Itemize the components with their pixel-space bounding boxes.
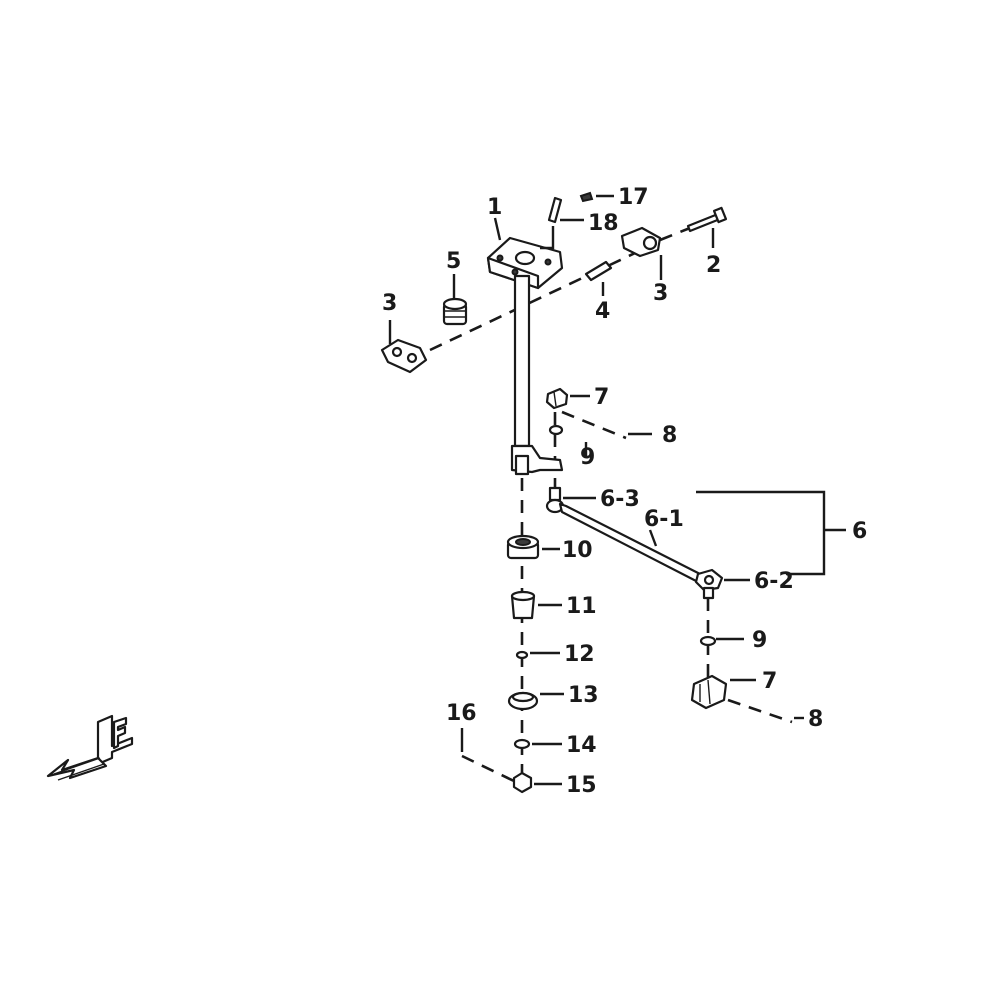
callout-13: 13 (568, 683, 599, 708)
collar-part-4 (584, 260, 613, 282)
axis-holder-bolt (429, 244, 651, 352)
pin-part-18 (547, 196, 563, 224)
castle-nut-lower (690, 674, 728, 710)
callout-8-lower: 8 (808, 707, 823, 732)
washer-part-14 (513, 738, 531, 750)
washer-upper (548, 424, 564, 436)
nut-part-15 (512, 771, 533, 794)
castle-nut-upper (545, 387, 569, 410)
callout-14: 14 (566, 733, 597, 758)
callout-16: 16 (446, 701, 477, 726)
callout-7-upper: 7 (594, 385, 609, 410)
ball-joint-right (694, 568, 724, 600)
callout-11: 11 (566, 594, 597, 619)
callout-5: 5 (446, 249, 461, 274)
bolt-part-2 (686, 206, 728, 233)
callout-6: 6 (852, 519, 867, 544)
callout-17: 17 (618, 185, 649, 210)
callout-3-right: 3 (653, 281, 668, 306)
callouts: 1 2 3 3 4 5 6 6-1 6-2 6-3 7 7 8 8 9 9 10… (382, 185, 867, 798)
callout-3-left: 3 (382, 291, 397, 316)
bushing-part-11 (510, 590, 536, 620)
seal-part-13 (507, 691, 539, 711)
grease-nipple-part-17 (579, 191, 594, 203)
steering-shaft (486, 236, 564, 476)
callout-7-lower: 7 (762, 669, 777, 694)
front-direction-arrow-icon (46, 714, 134, 781)
ball-joint-left (545, 486, 565, 514)
o-ring-part-12 (515, 650, 529, 660)
callout-18: 18 (588, 211, 619, 236)
leader-18-shaft (540, 226, 555, 250)
cotter-pin-part-16 (461, 754, 517, 784)
bearing-part-10 (506, 534, 540, 560)
shaft-holder-right (620, 226, 662, 258)
callout-10: 10 (562, 538, 593, 563)
axis-bolt-2 (659, 226, 691, 242)
callout-9-lower: 9 (752, 628, 767, 653)
callout-9-upper: 9 (580, 445, 595, 470)
callout-12: 12 (564, 642, 595, 667)
washer-lower (699, 635, 717, 647)
bushing-part-5 (442, 297, 468, 326)
callout-1: 1 (487, 195, 502, 220)
callout-2: 2 (706, 253, 721, 278)
callout-6-1: 6-1 (644, 507, 684, 532)
cotter-pin-lower (727, 698, 793, 724)
callout-6-3: 6-3 (600, 487, 640, 512)
cotter-pin-upper (561, 410, 627, 440)
shaft-holder-left (380, 338, 428, 374)
callout-4: 4 (595, 299, 610, 324)
leader-lines (388, 194, 846, 786)
callout-6-2: 6-2 (754, 569, 794, 594)
callout-8-upper: 8 (662, 423, 677, 448)
callout-15: 15 (566, 773, 597, 798)
